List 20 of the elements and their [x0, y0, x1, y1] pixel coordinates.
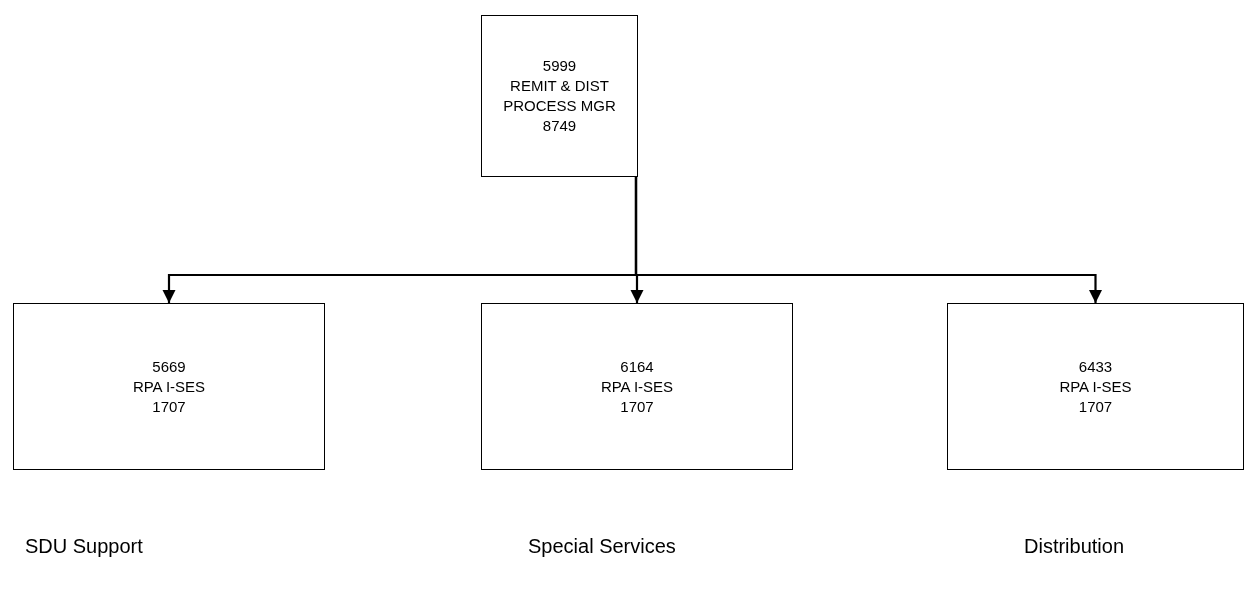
box-text: 1707 — [620, 396, 654, 417]
position-box — [481, 303, 793, 470]
box-text: 5999 — [542, 56, 577, 76]
position-box — [13, 303, 325, 470]
position-box — [481, 15, 638, 177]
department-label: Distribution — [1024, 535, 1125, 558]
box-text: 6164 — [620, 356, 654, 377]
box-text: REMIT & DIST PROCESS MGR — [502, 76, 617, 116]
box-text: 1707 — [1078, 396, 1113, 417]
department-label: SDU Support — [25, 535, 143, 558]
box-text: 1707 — [152, 396, 186, 417]
box-text: 6433 — [1078, 356, 1113, 377]
box-text: RPA I-SES — [600, 376, 674, 397]
box-text: RPA I-SES — [132, 376, 206, 397]
connector-arrow — [634, 177, 1103, 303]
position-box — [947, 303, 1244, 470]
box-text: 5669 — [152, 356, 186, 377]
box-text: 8749 — [542, 116, 577, 136]
box-text: RPA I-SES — [1059, 376, 1132, 397]
department-label: Special Services — [528, 535, 676, 558]
